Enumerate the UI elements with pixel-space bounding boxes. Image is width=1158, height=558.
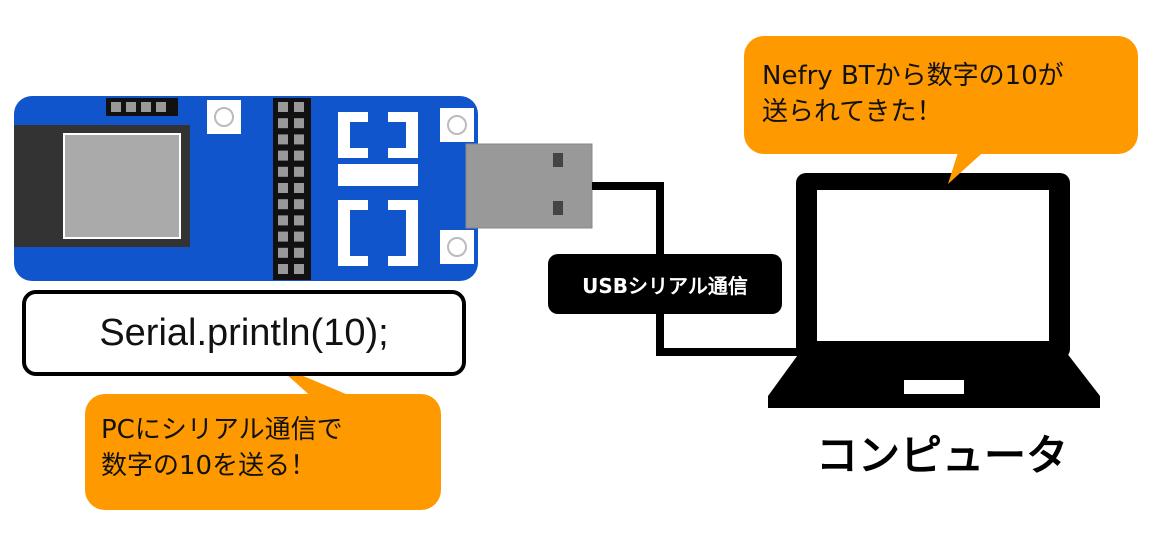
grove-connectors [338, 112, 418, 266]
top-pin-header [106, 98, 178, 116]
computer-label: コンピュータ [815, 431, 1068, 480]
pin-hole [294, 118, 304, 129]
nefry-board [14, 96, 478, 281]
pc-callout-line2: 数字の10を送る！ [101, 451, 317, 481]
pc-callout: PCにシリアル通信で 数字の10を送る！ [85, 394, 441, 510]
pin-hole [278, 231, 288, 242]
pin-hole [278, 247, 288, 258]
pin-hole [294, 183, 304, 193]
pin-hole [294, 199, 304, 210]
pin-hole [294, 247, 304, 258]
code-text: Serial.println(10); [99, 311, 389, 354]
pin-hole [294, 134, 304, 145]
pin-hole [278, 118, 288, 129]
pin-hole [278, 183, 288, 193]
pin-hole [278, 102, 288, 112]
pin-hole [294, 166, 304, 177]
pin-header [273, 98, 311, 280]
pin-hole [294, 150, 304, 161]
pin-hole [278, 215, 288, 226]
computer-callout-line1: Nefry BTから数字の10が [762, 61, 1064, 91]
usb-plug [465, 143, 593, 229]
small-button-icon [207, 100, 241, 134]
pc-callout-line1: PCにシリアル通信で [101, 415, 343, 445]
module-chip [63, 133, 181, 239]
pin-hole [294, 231, 304, 242]
pin-hole [294, 102, 304, 112]
button-bottom-icon [440, 230, 474, 264]
pin-hole [278, 166, 288, 177]
pin-hole [278, 134, 288, 145]
usb-serial-label: USBシリアル通信 [548, 254, 782, 314]
button-top-icon [440, 108, 474, 142]
computer-callout-line2: 送られてきた！ [762, 97, 943, 127]
computer-callout: Nefry BTから数字の10が 送られてきた！ [744, 36, 1138, 154]
code-box: Serial.println(10); [22, 290, 466, 376]
pin-hole [294, 264, 304, 274]
pin-hole [278, 199, 288, 210]
pin-hole [294, 215, 304, 226]
computer-callout-tail [948, 146, 990, 184]
pin-hole [278, 150, 288, 161]
laptop-icon [768, 173, 1100, 408]
pin-hole [278, 264, 288, 274]
